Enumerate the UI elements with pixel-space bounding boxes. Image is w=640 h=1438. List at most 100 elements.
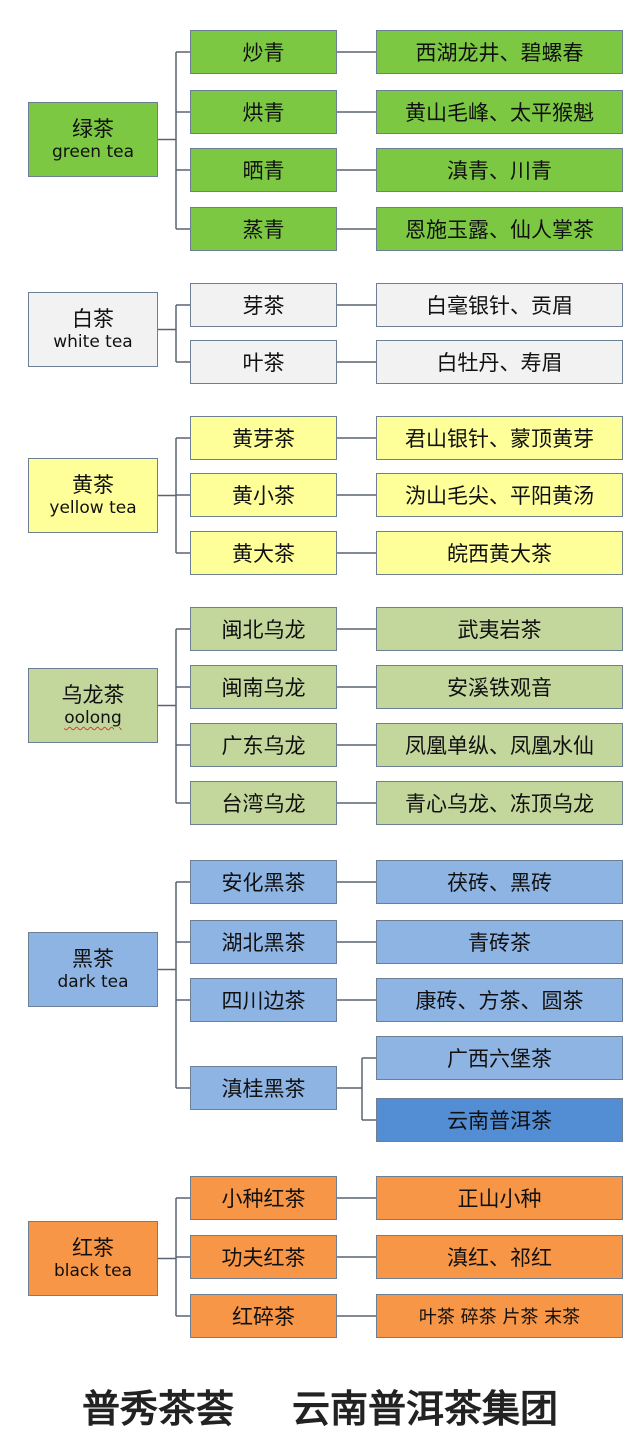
category-name-en: yellow tea bbox=[49, 498, 137, 518]
example-label: 叶茶 碎茶 片茶 末茶 bbox=[418, 1307, 581, 1328]
example-label: 茯砖、黑砖 bbox=[447, 871, 552, 895]
branch-label: 四川边茶 bbox=[221, 989, 306, 1013]
branch-box-dark-2: 四川边茶 bbox=[190, 978, 337, 1022]
example-box-yellow-2-0: 皖西黄大茶 bbox=[376, 531, 623, 575]
example-label: 滇红、祁红 bbox=[447, 1246, 552, 1270]
example-box-green-1-0: 黄山毛峰、太平猴魁 bbox=[376, 90, 623, 134]
branch-box-oolong-2: 广东乌龙 bbox=[190, 723, 337, 767]
branch-label: 烘青 bbox=[242, 101, 285, 125]
example-label: 西湖龙井、碧螺春 bbox=[415, 41, 584, 65]
branch-box-dark-3: 滇桂黑茶 bbox=[190, 1066, 337, 1110]
branch-label: 晒青 bbox=[242, 159, 285, 183]
footer: 普秀茶荟 云南普洱茶集团 bbox=[0, 1380, 640, 1431]
branch-label: 蒸青 bbox=[242, 218, 285, 242]
branch-box-oolong-3: 台湾乌龙 bbox=[190, 781, 337, 825]
example-box-green-3-0: 恩施玉露、仙人掌茶 bbox=[376, 207, 623, 251]
branch-label: 炒青 bbox=[242, 41, 285, 65]
branch-label: 黄芽茶 bbox=[232, 427, 295, 451]
example-label: 青心乌龙、冻顶乌龙 bbox=[405, 792, 594, 816]
branch-box-green-2: 晒青 bbox=[190, 148, 337, 192]
branch-label: 闽北乌龙 bbox=[221, 618, 306, 642]
category-name-en: oolong bbox=[64, 708, 122, 728]
example-label: 皖西黄大茶 bbox=[447, 542, 552, 566]
example-label: 白牡丹、寿眉 bbox=[436, 351, 563, 375]
example-box-green-0-0: 西湖龙井、碧螺春 bbox=[376, 30, 623, 74]
example-box-dark-3-1: 云南普洱茶 bbox=[376, 1098, 623, 1142]
branch-box-white-0: 芽茶 bbox=[190, 283, 337, 327]
example-label: 安溪铁观音 bbox=[447, 676, 552, 700]
branch-box-oolong-0: 闽北乌龙 bbox=[190, 607, 337, 651]
example-label: 凤凰单纵、凤凰水仙 bbox=[405, 734, 594, 758]
branch-label: 滇桂黑茶 bbox=[221, 1077, 306, 1101]
branch-box-green-0: 炒青 bbox=[190, 30, 337, 74]
category-name-zh: 白茶 bbox=[72, 306, 114, 331]
example-box-oolong-2-0: 凤凰单纵、凤凰水仙 bbox=[376, 723, 623, 767]
example-label: 青砖茶 bbox=[468, 931, 531, 955]
branch-label: 红碎茶 bbox=[232, 1305, 295, 1329]
category-name-en: black tea bbox=[53, 1261, 133, 1281]
example-box-dark-0-0: 茯砖、黑砖 bbox=[376, 860, 623, 904]
category-name-zh: 乌龙茶 bbox=[61, 682, 125, 707]
example-label: 沩山毛尖、平阳黄汤 bbox=[405, 484, 594, 508]
example-label: 恩施玉露、仙人掌茶 bbox=[405, 218, 594, 242]
category-name-zh: 红茶 bbox=[72, 1235, 114, 1260]
example-label: 黄山毛峰、太平猴魁 bbox=[405, 101, 594, 125]
footer-right-brand: 云南普洱茶集团 bbox=[292, 1386, 559, 1431]
branch-label: 台湾乌龙 bbox=[221, 792, 306, 816]
example-box-black-0-0: 正山小种 bbox=[376, 1176, 623, 1220]
branch-label: 功夫红茶 bbox=[221, 1246, 306, 1270]
category-name-en: green tea bbox=[51, 142, 135, 162]
example-box-dark-2-0: 康砖、方茶、圆茶 bbox=[376, 978, 623, 1022]
branch-label: 广东乌龙 bbox=[221, 734, 306, 758]
branch-box-black-2: 红碎茶 bbox=[190, 1294, 337, 1338]
branch-label: 叶茶 bbox=[242, 351, 285, 375]
example-label: 君山银针、蒙顶黄芽 bbox=[405, 427, 594, 451]
example-box-yellow-1-0: 沩山毛尖、平阳黄汤 bbox=[376, 473, 623, 517]
category-name-zh: 黑茶 bbox=[72, 946, 114, 971]
example-label: 康砖、方茶、圆茶 bbox=[415, 989, 584, 1013]
category-name-zh: 绿茶 bbox=[72, 116, 114, 141]
branch-label: 黄小茶 bbox=[232, 484, 295, 508]
branch-box-white-1: 叶茶 bbox=[190, 340, 337, 384]
example-box-yellow-0-0: 君山银针、蒙顶黄芽 bbox=[376, 416, 623, 460]
branch-box-green-1: 烘青 bbox=[190, 90, 337, 134]
branch-label: 黄大茶 bbox=[232, 542, 295, 566]
example-box-oolong-1-0: 安溪铁观音 bbox=[376, 665, 623, 709]
category-name-en: white tea bbox=[53, 332, 133, 352]
branch-label: 安化黑茶 bbox=[221, 871, 306, 895]
example-box-white-0-0: 白毫银针、贡眉 bbox=[376, 283, 623, 327]
branch-label: 闽南乌龙 bbox=[221, 676, 306, 700]
branch-box-dark-1: 湖北黑茶 bbox=[190, 920, 337, 964]
example-label: 广西六堡茶 bbox=[447, 1047, 552, 1071]
branch-box-black-1: 功夫红茶 bbox=[190, 1235, 337, 1279]
branch-box-black-0: 小种红茶 bbox=[190, 1176, 337, 1220]
example-box-oolong-3-0: 青心乌龙、冻顶乌龙 bbox=[376, 781, 623, 825]
branch-box-green-3: 蒸青 bbox=[190, 207, 337, 251]
branch-box-yellow-2: 黄大茶 bbox=[190, 531, 337, 575]
example-box-dark-3-0: 广西六堡茶 bbox=[376, 1036, 623, 1080]
category-name-en: dark tea bbox=[57, 972, 129, 992]
branch-label: 小种红茶 bbox=[221, 1187, 306, 1211]
example-label: 云南普洱茶 bbox=[447, 1109, 552, 1133]
footer-left-brand: 普秀茶荟 bbox=[81, 1386, 234, 1431]
branch-box-yellow-0: 黄芽茶 bbox=[190, 416, 337, 460]
example-label: 白毫银针、贡眉 bbox=[426, 294, 573, 318]
example-box-green-2-0: 滇青、川青 bbox=[376, 148, 623, 192]
example-box-black-2-0: 叶茶 碎茶 片茶 末茶 bbox=[376, 1294, 623, 1338]
example-box-oolong-0-0: 武夷岩茶 bbox=[376, 607, 623, 651]
example-box-black-1-0: 滇红、祁红 bbox=[376, 1235, 623, 1279]
example-label: 滇青、川青 bbox=[447, 159, 552, 183]
branch-box-dark-0: 安化黑茶 bbox=[190, 860, 337, 904]
branch-label: 湖北黑茶 bbox=[221, 931, 306, 955]
category-name-zh: 黄茶 bbox=[72, 472, 114, 497]
example-label: 正山小种 bbox=[457, 1187, 542, 1211]
branch-label: 芽茶 bbox=[242, 294, 285, 318]
